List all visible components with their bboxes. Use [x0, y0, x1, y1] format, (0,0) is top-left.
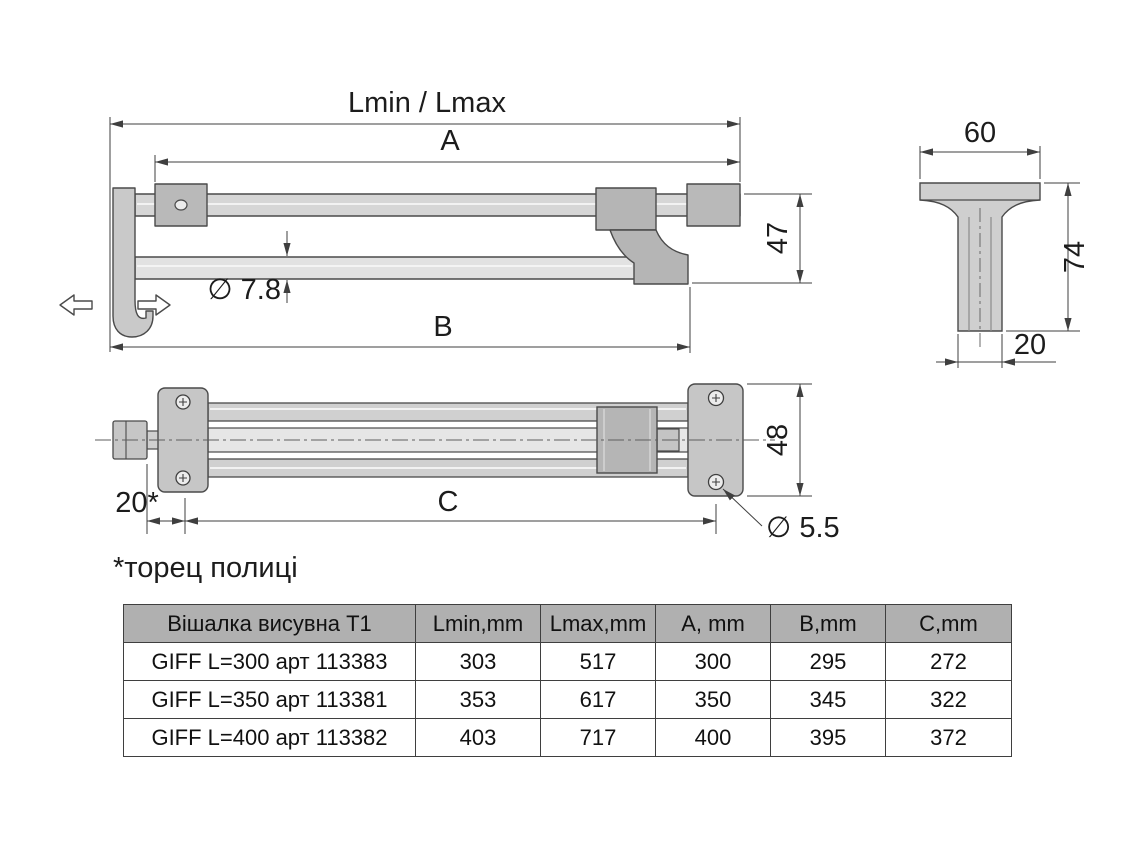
cell-c: 372	[885, 718, 1012, 757]
col-header-lmin: Lmin,mm	[415, 604, 541, 643]
dim-20-label: 20	[1014, 329, 1046, 361]
cell-lmin: 353	[415, 680, 541, 719]
dim-hole-diameter: ∅ 5.5	[722, 488, 840, 544]
dim-47: 47	[692, 193, 812, 284]
spec-table: Вішалка висувна Т1 Lmin,mm Lmax,mm A, mm…	[123, 604, 1012, 757]
dim-47-label: 47	[762, 222, 794, 254]
spec-table-header-row: Вішалка висувна Т1 Lmin,mm Lmax,mm A, mm…	[123, 604, 1012, 643]
slide-direction-arrow-left-icon	[59, 294, 93, 316]
dim-c-label: C	[438, 486, 459, 518]
screw-cross-marks	[179, 394, 720, 486]
dim-a-label: A	[440, 125, 460, 157]
table-row: GIFF L=400 арт 113382 403 717 400 395 37…	[123, 718, 1012, 757]
dim-b: B	[110, 287, 691, 353]
end-view-dimensions: 60 74 20	[919, 117, 1091, 368]
dim-20: 20	[936, 329, 1056, 368]
slide-direction-arrow-right-icon	[137, 294, 171, 316]
right-mounting-clip	[686, 183, 741, 227]
dim-60-label: 60	[964, 117, 996, 149]
support-arm	[609, 229, 689, 285]
dim-20-star: 20*	[115, 464, 186, 534]
dim-rod-diameter: ∅ 7.8	[207, 231, 291, 306]
dim-b-label: B	[433, 311, 452, 343]
table-row: GIFF L=350 арт 113381 353 617 350 345 32…	[123, 680, 1012, 719]
cell-a: 350	[655, 680, 771, 719]
dim-a: A	[154, 125, 740, 182]
cell-b: 295	[770, 642, 886, 681]
cell-product: GIFF L=300 арт 113383	[123, 642, 416, 681]
cell-c: 322	[885, 680, 1012, 719]
cell-lmax: 617	[540, 680, 656, 719]
cell-product: GIFF L=400 арт 113382	[123, 718, 416, 757]
cell-lmax: 517	[540, 642, 656, 681]
dim-lmin-lmax: Lmin / Lmax	[109, 87, 741, 352]
cell-b: 395	[770, 718, 886, 757]
end-profile	[919, 182, 1041, 332]
top-view	[95, 383, 775, 497]
dim-20-star-label: 20*	[115, 487, 159, 519]
cell-b: 345	[770, 680, 886, 719]
side-view-dimensions: Lmin / Lmax A 47 ∅ 7.8 B	[109, 87, 812, 353]
table-row: GIFF L=300 арт 113383 303 517 300 295 27…	[123, 642, 1012, 681]
dim-hole-diameter-label: ∅ 5.5	[766, 512, 840, 544]
cell-a: 400	[655, 718, 771, 757]
cell-a: 300	[655, 642, 771, 681]
cell-c: 272	[885, 642, 1012, 681]
footnote-shelf-end: *торец полиці	[113, 552, 298, 584]
cell-lmax: 717	[540, 718, 656, 757]
dim-48-label: 48	[762, 424, 794, 456]
cell-lmin: 403	[415, 718, 541, 757]
cell-lmin: 303	[415, 642, 541, 681]
cell-product: GIFF L=350 арт 113381	[123, 680, 416, 719]
dim-74: 74	[1006, 182, 1091, 332]
dim-48: 48	[747, 383, 812, 497]
screw-holes	[175, 389, 725, 491]
hanger-drawing: Lmin / Lmax A 47 ∅ 7.8 B	[59, 87, 1091, 544]
end-view	[919, 182, 1041, 348]
dim-lmin-lmax-label: Lmin / Lmax	[348, 87, 506, 119]
col-header-lmax: Lmax,mm	[540, 604, 656, 643]
dim-c: C	[185, 486, 717, 534]
dim-74-label: 74	[1059, 241, 1091, 273]
slider-block	[595, 187, 657, 231]
col-header-a: A, mm	[655, 604, 771, 643]
side-view	[59, 183, 741, 338]
end-bracket-hook	[112, 187, 154, 338]
dim-60: 60	[919, 117, 1041, 179]
clip-hole	[174, 199, 188, 211]
dim-rod-diameter-label: ∅ 7.8	[207, 274, 281, 306]
col-header-c: C,mm	[885, 604, 1012, 643]
top-view-dimensions: 48 20* C ∅ 5.5	[115, 383, 840, 544]
col-header-product: Вішалка висувна Т1	[123, 604, 416, 643]
col-header-b: B,mm	[770, 604, 886, 643]
